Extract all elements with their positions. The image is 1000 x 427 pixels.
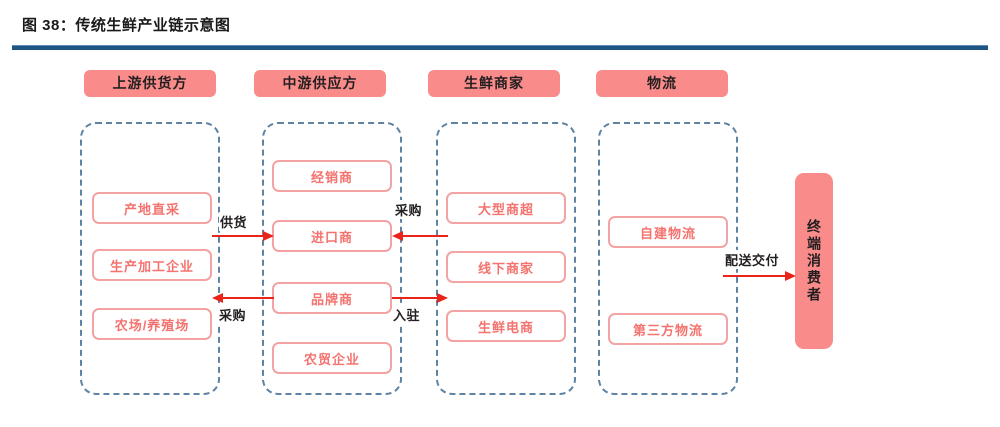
arrow-shaft: [212, 235, 265, 237]
node-self-built-logistics: 自建物流: [608, 216, 728, 248]
node-end-consumer-label: 终端消费者: [806, 218, 822, 304]
node-agricultural-trade-enterprise: 农贸企业: [272, 342, 392, 374]
arrow-supply-icon: [212, 231, 274, 241]
group-container-fresh-merchant: [436, 122, 576, 395]
column-header-midstream-supplier: 中游供应方: [254, 70, 386, 97]
group-container-midstream-supplier: [262, 122, 402, 395]
column-header-fresh-merchant: 生鲜商家: [428, 70, 560, 97]
arrow-label-delivery: 配送交付: [724, 250, 781, 269]
node-brand-owner: 品牌商: [272, 282, 392, 314]
arrow-purchase-upstream-icon: [212, 293, 274, 303]
node-end-consumer: 终端消费者: [795, 173, 833, 349]
arrow-purchase-midstream-icon: [392, 231, 448, 241]
column-header-logistics: 物流: [596, 70, 728, 97]
node-farm-breeding: 农场/养殖场: [92, 308, 212, 340]
arrow-shaft: [221, 297, 274, 299]
arrow-head: [785, 271, 796, 281]
arrow-settle-in-icon: [392, 293, 448, 303]
arrow-label-purchase-midstream: 采购: [394, 200, 424, 219]
group-container-logistics: [598, 122, 738, 395]
node-direct-sourcing: 产地直采: [92, 192, 212, 224]
arrow-delivery-icon: [723, 271, 796, 281]
arrow-shaft: [723, 275, 787, 277]
node-large-supermarket: 大型商超: [446, 192, 566, 224]
arrow-label-purchase-upstream: 采购: [218, 305, 248, 324]
arrow-head: [212, 293, 223, 303]
group-container-upstream-supplier: [80, 122, 220, 395]
arrow-head: [263, 231, 274, 241]
arrow-shaft: [392, 297, 439, 299]
arrow-label-supply: 供货: [219, 212, 249, 231]
title-divider: [12, 45, 988, 50]
column-header-upstream-supplier: 上游供货方: [84, 70, 216, 97]
node-distributor: 经销商: [272, 160, 392, 192]
node-fresh-ecommerce: 生鲜电商: [446, 310, 566, 342]
arrow-head: [392, 231, 403, 241]
node-importer: 进口商: [272, 220, 392, 252]
node-third-party-logistics: 第三方物流: [608, 313, 728, 345]
arrow-shaft: [401, 235, 448, 237]
arrow-head: [437, 293, 448, 303]
page-title: 图 38：传统生鲜产业链示意图: [22, 17, 231, 34]
node-offline-merchant: 线下商家: [446, 251, 566, 283]
arrow-label-settle-in: 入驻: [392, 305, 422, 324]
node-processing-enterprise: 生产加工企业: [92, 249, 212, 281]
